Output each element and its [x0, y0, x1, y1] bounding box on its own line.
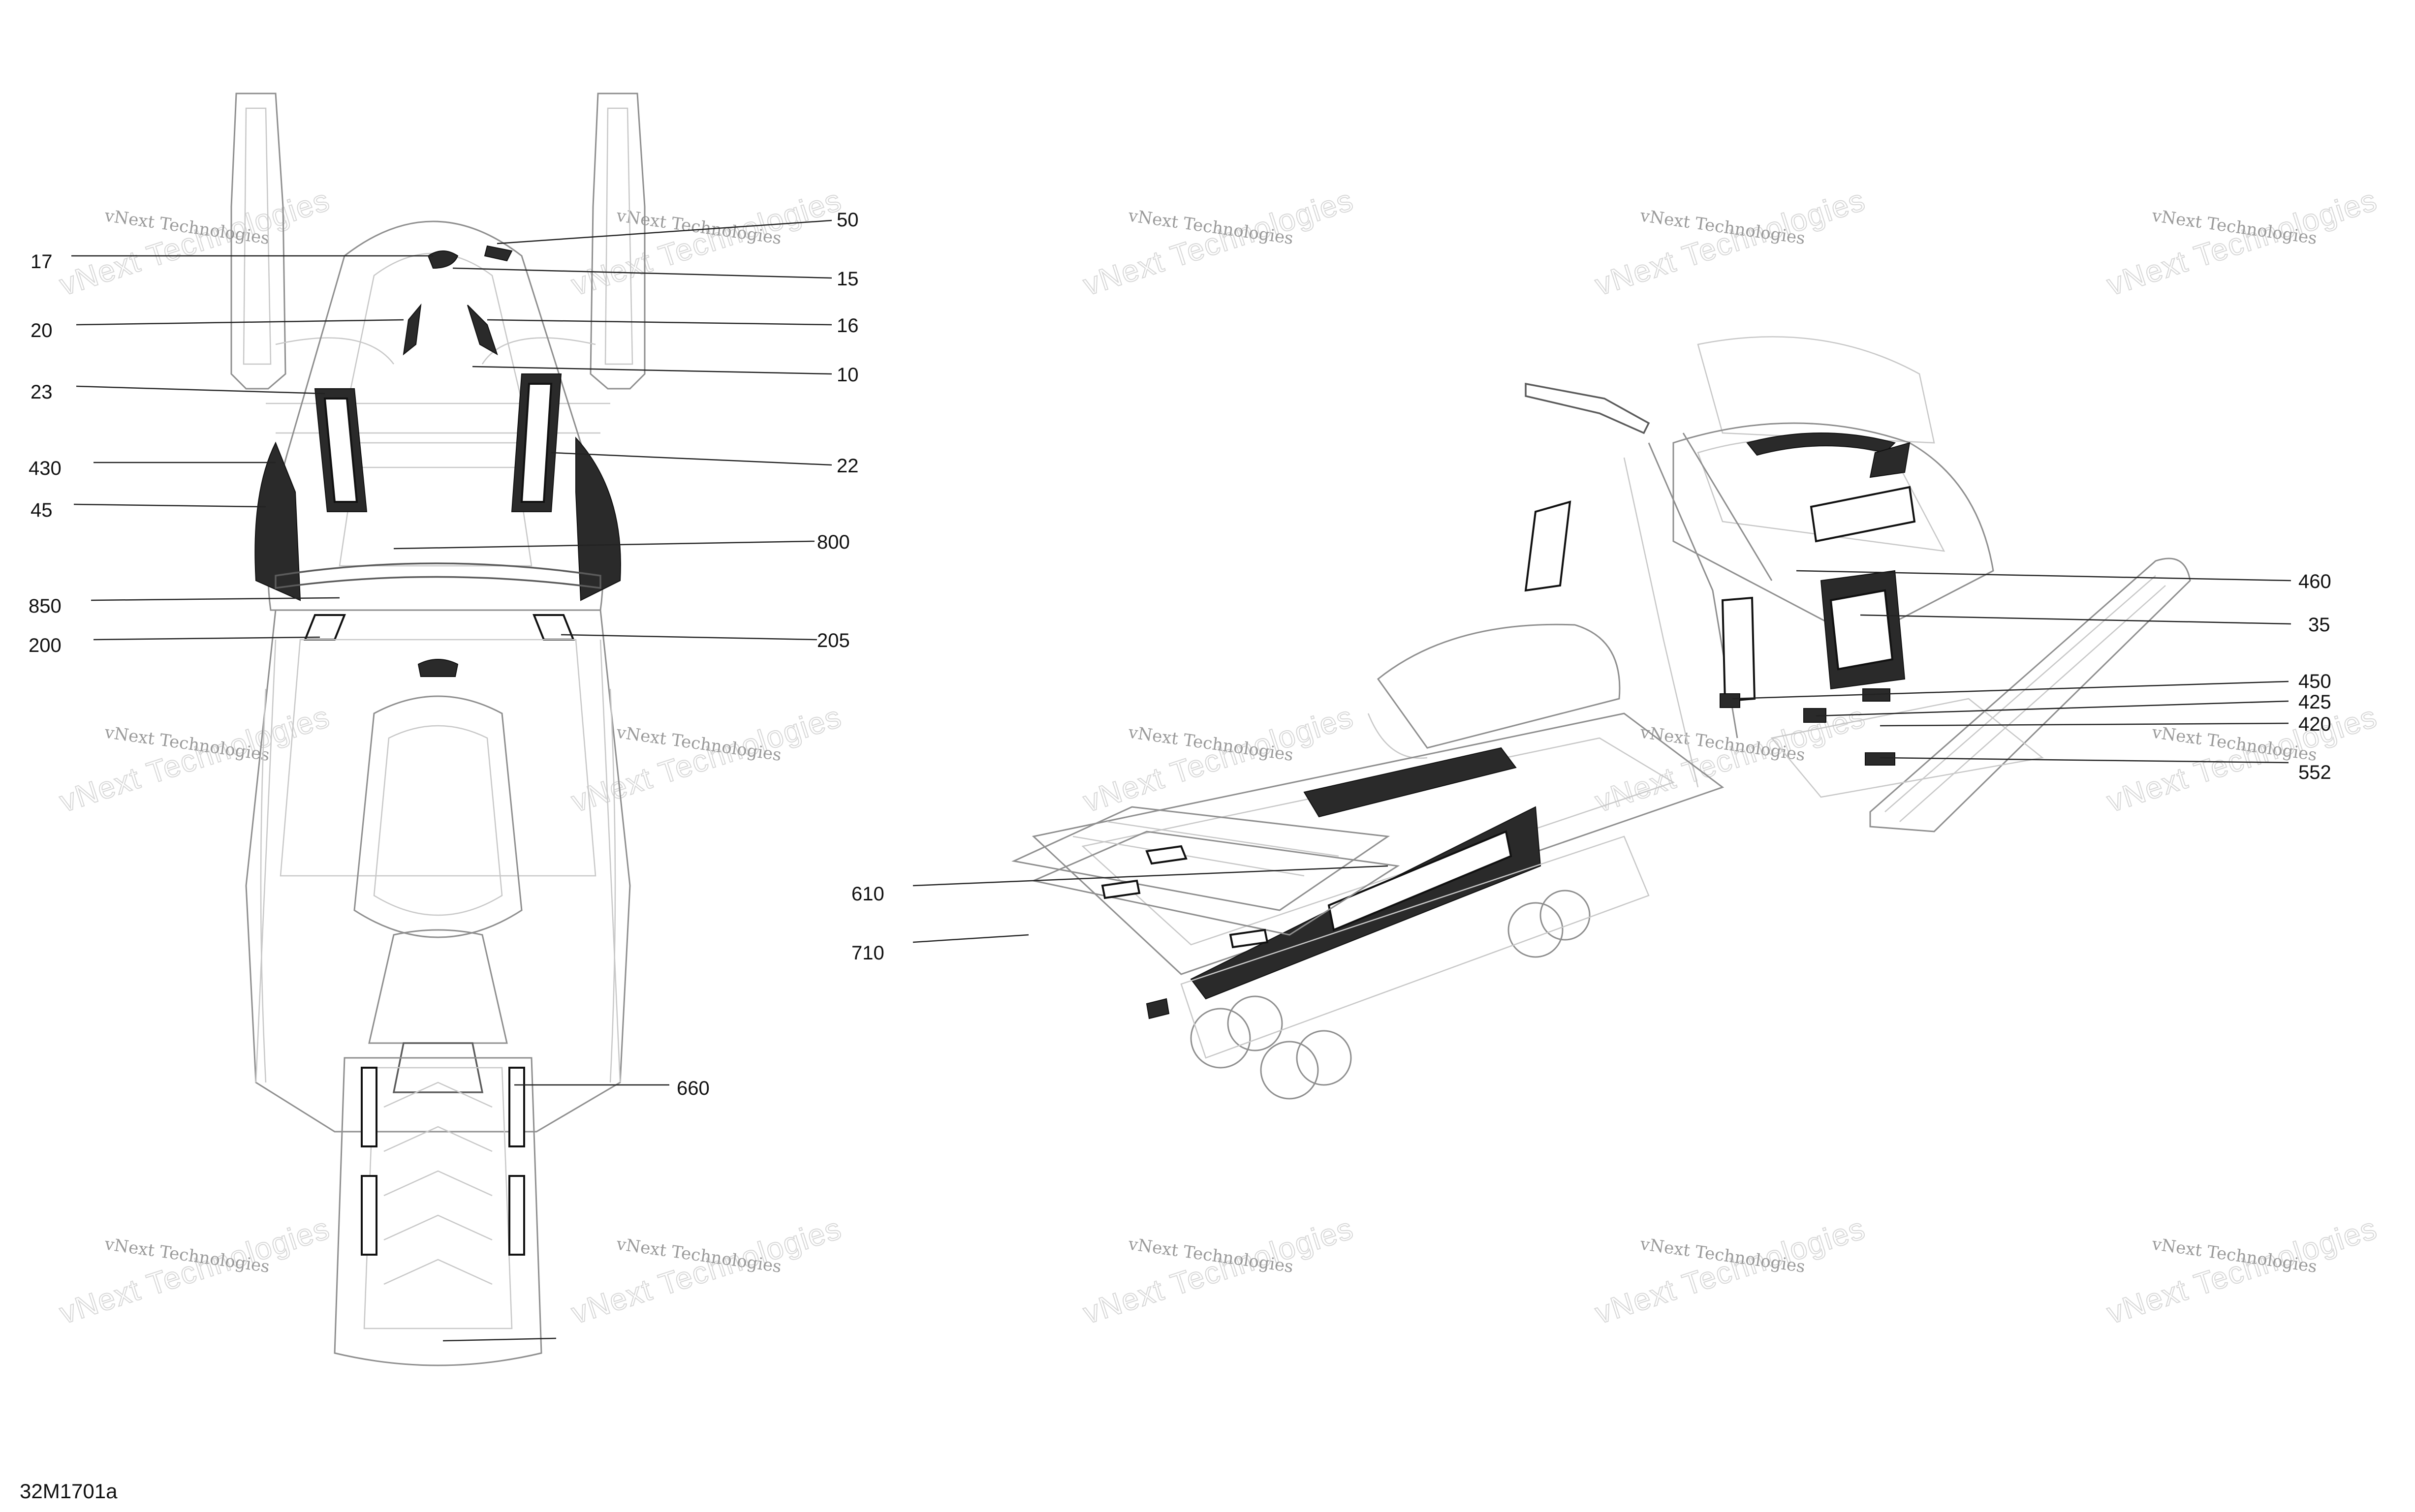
watermark-text-large: vNext Technologies — [1079, 183, 1358, 303]
callouts-top-view: 17 20 23 430 45 850 200 50 15 16 10 22 8… — [29, 209, 859, 1099]
callout-50: 50 — [837, 209, 859, 231]
callout-17: 17 — [31, 251, 53, 273]
callout-205: 205 — [817, 630, 850, 651]
watermark-text-large: vNext Technologies — [1591, 183, 1870, 303]
watermark-text-large: vNext Technologies — [1079, 1211, 1358, 1331]
watermark-text-large: vNext Technologies — [56, 1211, 334, 1331]
watermark-text-large: vNext Technologies — [567, 183, 846, 303]
hood-decal-left — [314, 388, 368, 512]
watermark-text-large: vNext Technologies — [56, 183, 334, 303]
callout-710: 710 — [851, 942, 884, 964]
callout-200: 200 — [29, 635, 62, 656]
watermark-text-large: vNext Technologies — [1591, 1211, 1870, 1331]
callout-610: 610 — [851, 883, 884, 905]
hood-decal-right — [511, 373, 562, 512]
callout-430: 430 — [29, 458, 62, 479]
side-view-snowmobile — [1011, 336, 2191, 1100]
watermark-text-large: vNext Technologies — [1591, 700, 1870, 819]
callout-660: 660 — [677, 1078, 710, 1099]
callout-450: 450 — [2298, 671, 2331, 692]
callout-15: 15 — [837, 268, 859, 290]
callout-23: 23 — [31, 381, 53, 403]
watermark-text-large: vNext Technologies — [2103, 183, 2382, 303]
callout-460: 460 — [2298, 571, 2331, 592]
callouts-side-view: 460 35 450 425 420 552 610 710 — [851, 571, 2331, 964]
callout-16: 16 — [837, 315, 859, 337]
watermark-text-large: vNext Technologies — [567, 1211, 846, 1331]
callout-800: 800 — [817, 531, 850, 553]
leader-lines — [71, 219, 2291, 1342]
callout-45: 45 — [31, 499, 53, 521]
watermark-text-large: vNext Technologies — [567, 700, 846, 819]
watermark-text-large: vNext Technologies — [56, 700, 334, 819]
callout-35: 35 — [2308, 614, 2330, 636]
callout-10: 10 — [837, 364, 859, 386]
top-view-snowmobile — [230, 93, 646, 1366]
diagram-code: 32M1701a — [20, 1480, 118, 1503]
callout-22: 22 — [837, 455, 859, 477]
callout-420: 420 — [2298, 713, 2331, 735]
callout-850: 850 — [29, 595, 62, 617]
callout-425: 425 — [2298, 691, 2331, 713]
callout-20: 20 — [31, 320, 53, 341]
watermark-text-large: vNext Technologies — [2103, 700, 2382, 819]
callout-552: 552 — [2298, 762, 2331, 783]
watermark-text-large: vNext Technologies — [2103, 1211, 2382, 1331]
